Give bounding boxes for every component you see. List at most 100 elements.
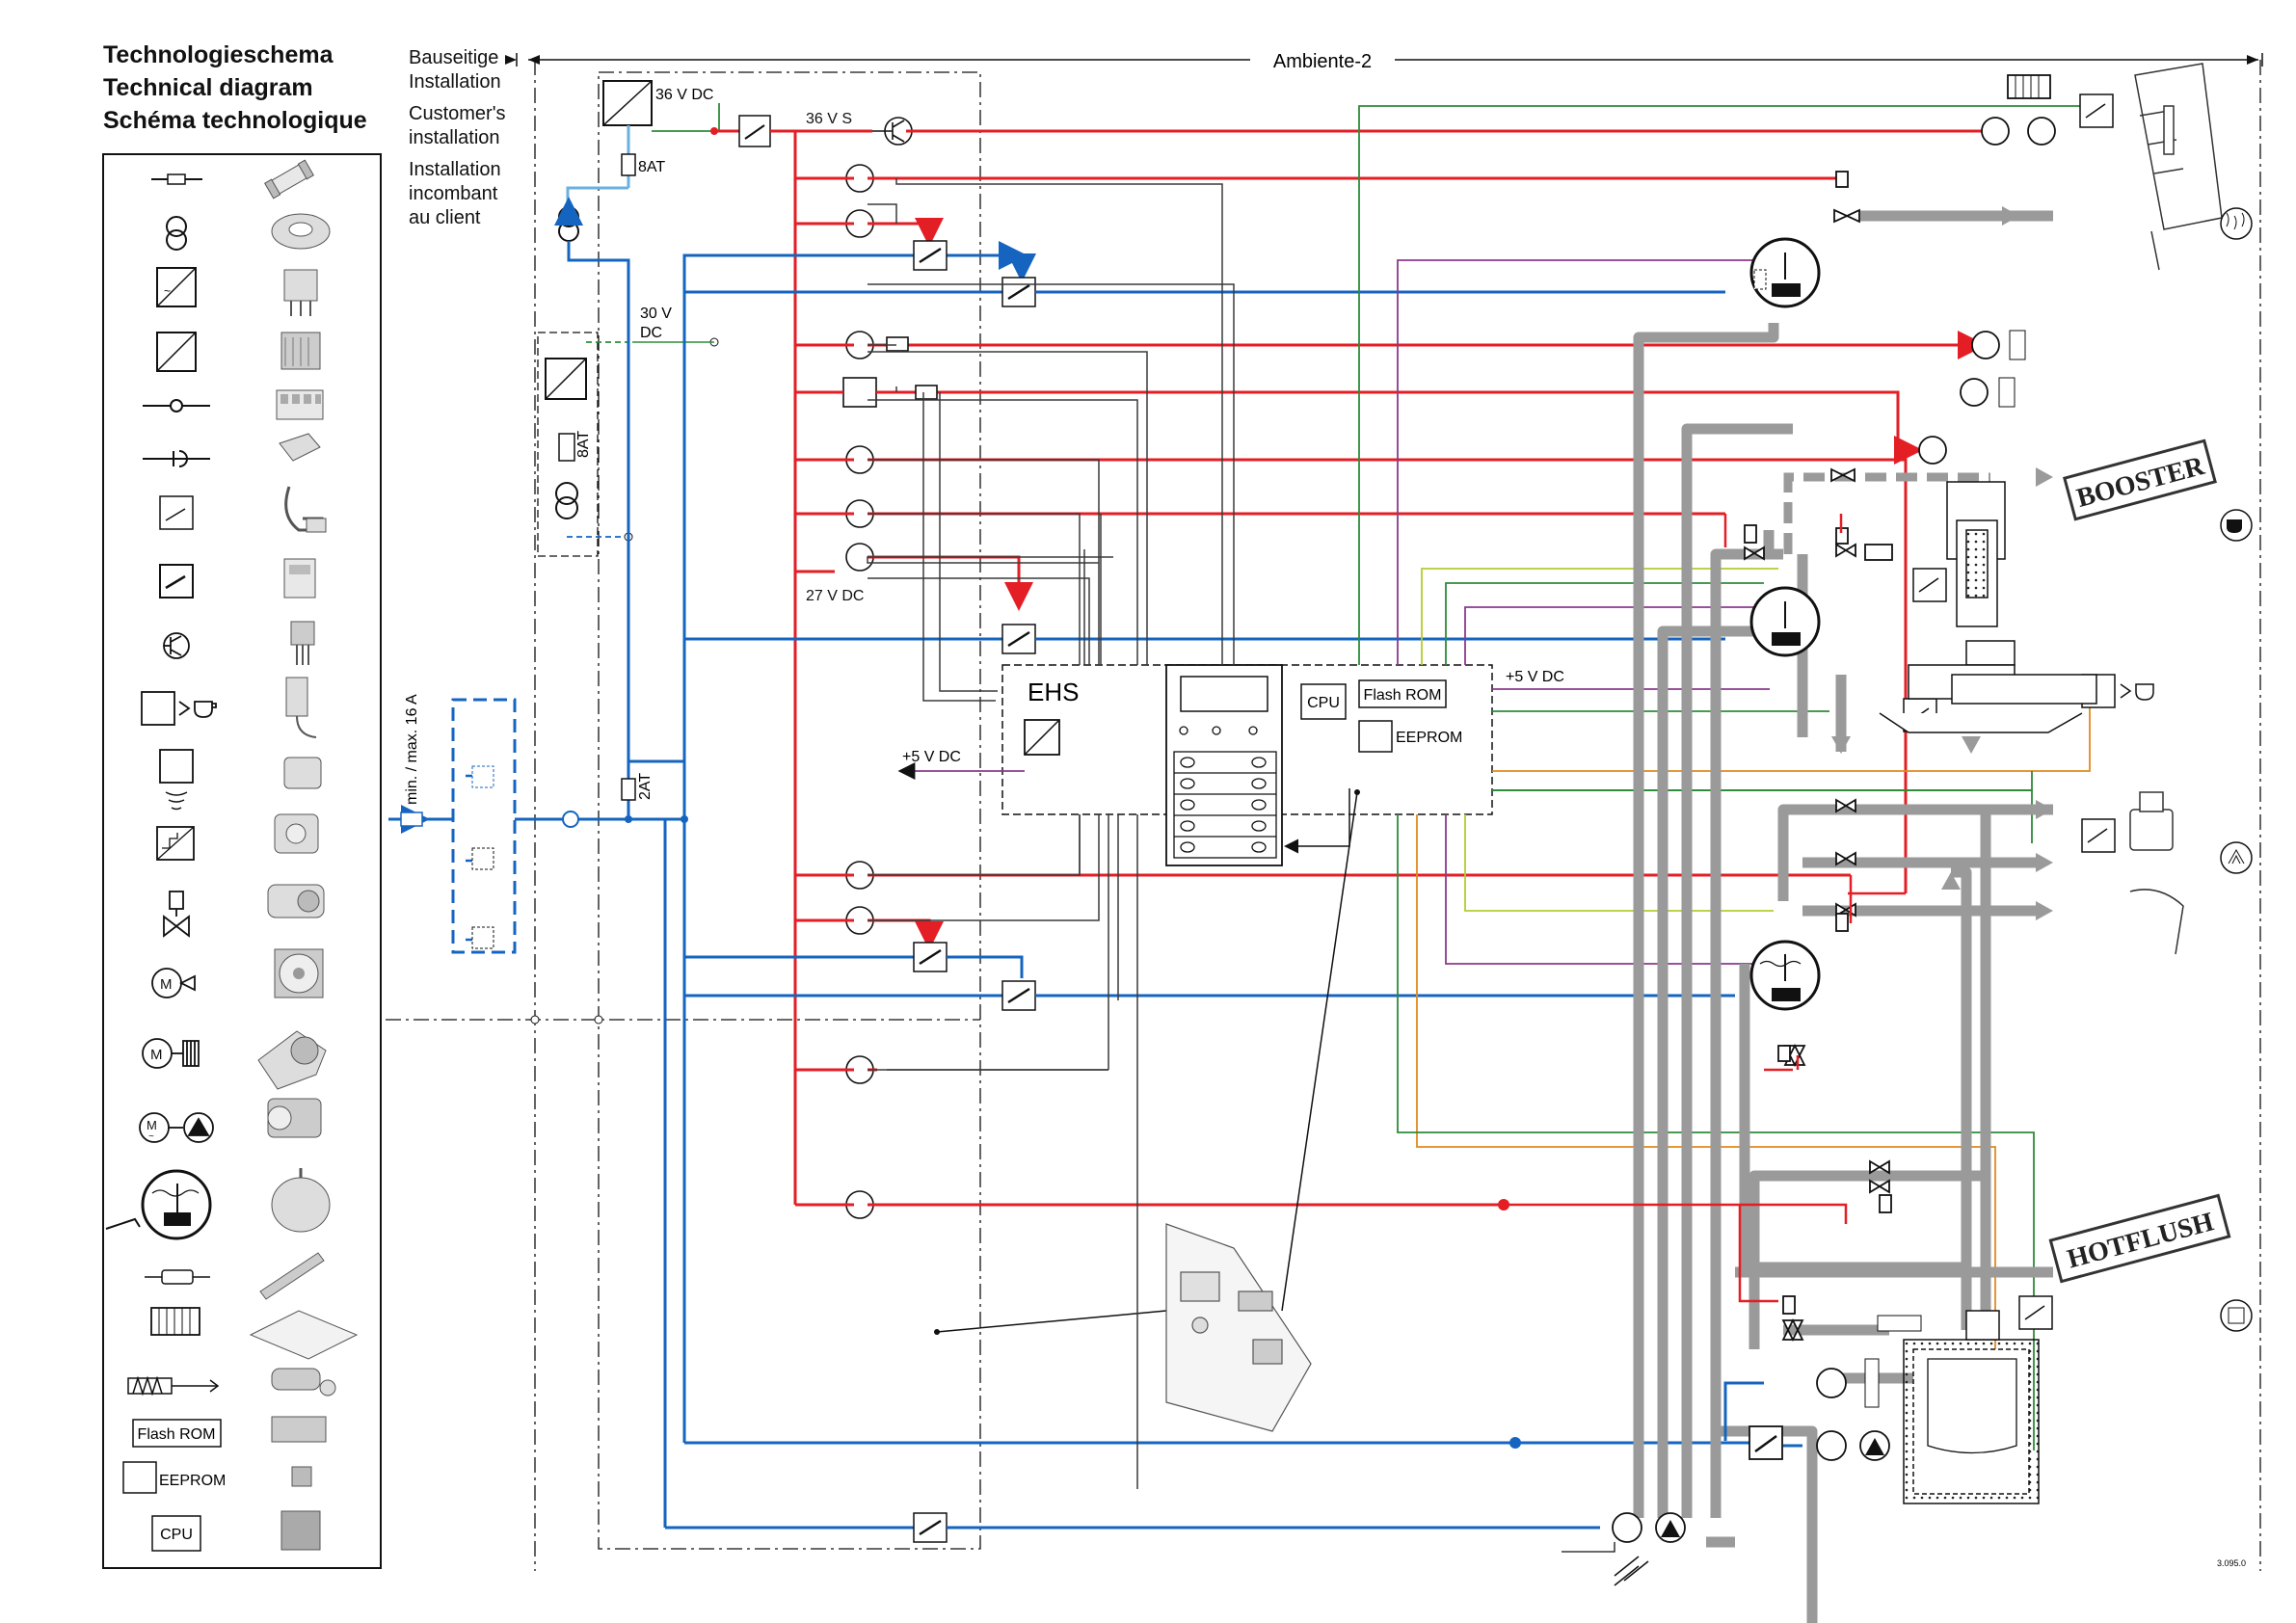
grinder-photo-icon [257, 1030, 327, 1090]
supply-27v-label: 27 V DC [806, 588, 864, 604]
rectifier-photo-icon [283, 269, 318, 316]
legend-cpu: CPU [151, 1515, 201, 1552]
flash-chip-photo-icon [271, 1416, 327, 1443]
steam-boiler [1749, 586, 1821, 657]
supply-30v-label-2: DC [640, 325, 662, 341]
v5dc-left-label: +5 V DC [902, 749, 961, 765]
level-sensor-icon [159, 749, 194, 811]
supply-36v-dc-label: 36 V DC [655, 87, 713, 103]
boiler-photo-icon [271, 1168, 331, 1233]
fuse-2at-label: 2AT [637, 773, 654, 800]
ehs-label: EHS [1028, 678, 1079, 706]
switch-icon [159, 495, 194, 530]
customer-en-line1: Customer's [409, 103, 506, 124]
customer-de-line1: Bauseitige [409, 47, 499, 68]
fan-unit [2007, 74, 2114, 128]
flow-heater-photo-icon [271, 1368, 336, 1397]
valve-photo-icon [267, 884, 325, 918]
fuse-8at-top-label: 8AT [638, 159, 665, 175]
plug-photo-icon [279, 433, 321, 462]
eeprom-chip-photo-icon [291, 1466, 312, 1487]
flow-meter-icon [156, 826, 195, 861]
title-english: Technical diagram [103, 74, 313, 101]
connector-icon [143, 399, 210, 412]
brew-unit [1879, 481, 2097, 733]
legend-panel: ~ [102, 153, 382, 1569]
power-supply: min. / max. 16 A 2AT 8AT 30 V DC [388, 80, 719, 954]
water-pump-group [1562, 1381, 1802, 1586]
svg-text:~: ~ [164, 284, 171, 298]
connector-node [1498, 1199, 1509, 1211]
booster-stamp: BOOSTER [2063, 439, 2217, 521]
customer-fr-line1: Installation [409, 159, 501, 180]
grinder-motor-icon: M [142, 1038, 200, 1069]
machine-label: Ambiente-2 [1273, 51, 1372, 72]
cleaning-icon [2220, 1299, 2253, 1332]
svg-text:~: ~ [148, 1131, 154, 1142]
customer-de-line2: Installation [409, 71, 501, 93]
heater-element-icon [145, 1269, 210, 1285]
plug-connector-icon [143, 450, 210, 467]
board-eeprom-label: EEPROM [1396, 730, 1462, 746]
connector-node [1509, 1437, 1521, 1449]
ac-dc-converter-icon: ~ [156, 267, 197, 307]
microswitch-photo-icon [284, 486, 327, 533]
cpu-chip-photo-icon [280, 1510, 321, 1551]
cup-icon [2220, 509, 2253, 542]
signal-wires [867, 178, 1235, 1489]
machine-front-drawing [2134, 63, 2223, 271]
boiler-icon [105, 1169, 212, 1240]
board-cpu-label: CPU [1307, 695, 1340, 711]
flow-meter-photo-icon [274, 813, 319, 854]
title-french: Schéma technologique [103, 107, 367, 134]
fluid-pipes-dashed [1783, 472, 1990, 554]
board-flash-rom-label: Flash ROM [1364, 687, 1442, 704]
fuse-photo-icon [264, 159, 314, 200]
milk-frother-drawing [2129, 791, 2184, 955]
ehs-board: EHS +5 V DC CPU Flash ROM EEPROM +5 V DC [897, 664, 1564, 1335]
relay-photo-icon [283, 558, 316, 599]
toroid-transformer-photo-icon [271, 213, 331, 250]
supply-36v-s-label: 36 V S [806, 111, 852, 127]
hot-water-icon [2220, 841, 2253, 874]
pcb-photo [1165, 1223, 1312, 1432]
svg-text:EEPROM: EEPROM [159, 1473, 226, 1489]
fan-photo-icon [274, 948, 324, 998]
keypad [1173, 726, 1277, 859]
title-german: Technologieschema [103, 41, 334, 68]
supply-30v-label-1: 30 V [640, 306, 672, 322]
junction-node [530, 1015, 540, 1024]
customer-en-line2: installation [409, 127, 500, 148]
fuse-8at-mid-label: 8AT [575, 431, 592, 458]
relay-lines-230v [663, 240, 1749, 1543]
hot-water-boiler [1749, 940, 1821, 1011]
svg-text:CPU: CPU [160, 1527, 193, 1543]
svg-text:M: M [147, 1118, 157, 1132]
power-module-photo-icon [280, 332, 321, 370]
svg-text:Flash ROM: Flash ROM [138, 1426, 216, 1443]
solenoid-valve-icon [163, 891, 190, 938]
mains-fuse-label: min. / max. 16 A [404, 694, 420, 805]
motors [1612, 117, 2056, 1543]
steam-icon [2220, 207, 2253, 240]
boundary-lines [386, 60, 2261, 1571]
pipe-arrows [1831, 206, 2053, 920]
transistor-photo-icon [290, 621, 315, 665]
customer-installation-label: Bauseitige Installation Customer's insta… [409, 46, 506, 230]
legend-eeprom: EEPROM [122, 1461, 226, 1494]
sensor-photo-icon [285, 677, 317, 738]
coffee-boiler [1749, 237, 1821, 308]
pump-photo-icon [267, 1098, 322, 1138]
fan-motor-icon: M [151, 968, 196, 998]
relay-icon [159, 564, 194, 599]
pump-motor-icon: M ~ [139, 1112, 214, 1143]
customer-fr-line2: incombant [409, 183, 498, 204]
fluid-pipes [1633, 210, 2053, 1623]
power-rail-36v: 36 V S [652, 103, 872, 1205]
flow-heater-icon [127, 1375, 220, 1397]
customer-fr-line3: au client [409, 207, 481, 228]
svg-text:M: M [150, 1047, 163, 1063]
sensor-wires [1358, 105, 2091, 1450]
legend-flash-rom: Flash ROM [132, 1419, 222, 1448]
level-sensor-photo-icon [283, 757, 322, 789]
